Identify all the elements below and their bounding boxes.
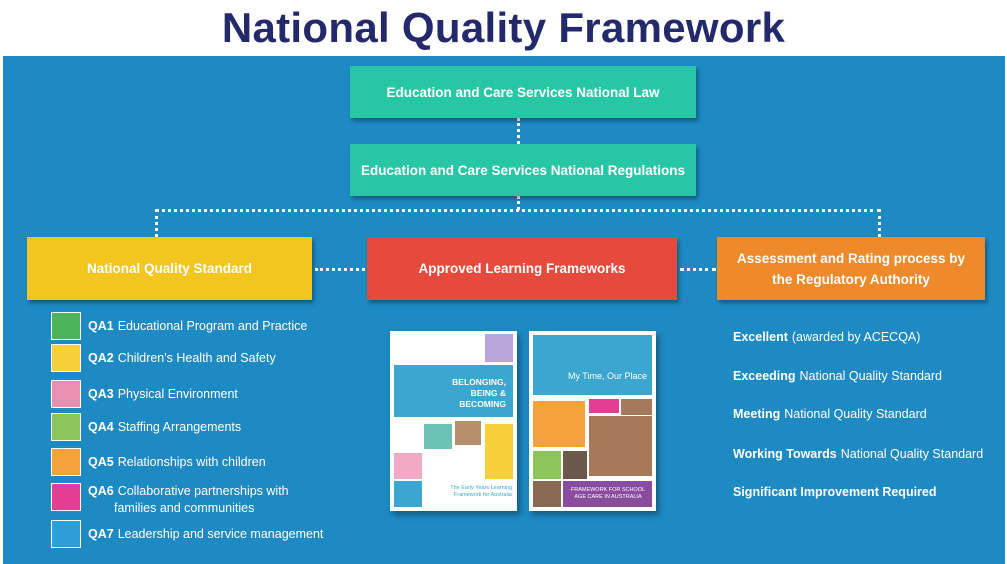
rating-name: Exceeding	[733, 369, 796, 383]
qa-code: QA4	[88, 420, 114, 434]
rating-desc: National Quality Standard	[840, 447, 984, 461]
cover-photo	[563, 451, 587, 479]
cover-photo	[621, 399, 652, 415]
connector-alf-arp	[680, 268, 716, 271]
cover-block	[485, 424, 513, 479]
connector-horizontal	[155, 209, 881, 212]
cover-block	[394, 453, 422, 479]
alf-label: Approved Learning Frameworks	[418, 261, 626, 276]
qa-label: Children's Health and Safety	[117, 350, 276, 365]
cover-block	[533, 451, 561, 479]
qa5-swatch	[51, 448, 81, 476]
connector-left-down	[155, 209, 158, 237]
qa3-swatch	[51, 380, 81, 408]
mtop-subtitle: FRAMEWORK FOR SCHOOL AGE CARE IN AUSTRAL…	[570, 487, 646, 500]
mtop-book-cover: My Time, Our Place FRAMEWORK FOR SCHOOL …	[529, 331, 656, 511]
mtop-title: My Time, Our Place	[567, 371, 647, 381]
eylf-subtitle: The Early Years Learning Framework for A…	[450, 485, 512, 498]
cover-block	[394, 481, 422, 507]
rating-item: Significant Improvement Required	[733, 485, 941, 499]
connector-regs-down	[517, 196, 520, 210]
page-title: National Quality Framework	[221, 4, 786, 51]
cover-block	[589, 399, 619, 413]
cover-block	[563, 481, 652, 507]
quality-area-item: QA1 Educational Program and Practice	[51, 312, 307, 340]
qa-code: QA2	[88, 351, 114, 365]
rating-name: Significant Improvement Required	[733, 485, 937, 499]
quality-area-item: QA7 Leadership and service management	[51, 520, 323, 548]
qa-label: Leadership and service management	[117, 526, 324, 541]
qa7-swatch	[51, 520, 81, 548]
connector-right-down	[878, 209, 881, 237]
cover-photo	[533, 481, 561, 507]
arp-label: Assessment and Rating process by the Reg…	[736, 250, 966, 287]
cover-photo	[589, 416, 652, 476]
quality-area-item: QA2 Children's Health and Safety	[51, 344, 276, 372]
assessment-rating-box: Assessment and Rating process by the Reg…	[717, 237, 985, 300]
national-law-label: Education and Care Services National Law	[386, 84, 660, 100]
rating-name: Excellent	[733, 330, 788, 344]
qa1-swatch	[51, 312, 81, 340]
qa-label: Collaborative partnerships with	[117, 484, 289, 498]
eylf-title: BELONGING, BEING & BECOMING	[452, 377, 506, 409]
rating-item: Excellent(awarded by ACECQA)	[733, 330, 920, 344]
national-regulations-box: Education and Care Services National Reg…	[350, 144, 696, 196]
eylf-book-cover: BELONGING, BEING & BECOMING The Early Ye…	[390, 331, 517, 511]
cover-block	[424, 424, 452, 449]
cover-block	[533, 401, 585, 447]
qa-code: QA3	[88, 387, 114, 401]
qa6-swatch	[51, 483, 81, 511]
qa-code: QA5	[88, 455, 114, 469]
framework-panel: Education and Care Services National Law…	[3, 56, 1005, 564]
qa4-swatch	[51, 413, 81, 441]
rating-desc: National Quality Standard	[799, 369, 942, 383]
qa-code: QA6	[88, 484, 114, 498]
qa2-swatch	[51, 344, 81, 372]
qa-label: Relationships with children	[117, 454, 266, 469]
qa-code: QA7	[88, 527, 114, 541]
rating-name: Working Towards	[733, 447, 837, 461]
quality-area-item: QA5 Relationships with children	[51, 448, 266, 476]
connector-law-regs	[517, 118, 520, 144]
nqs-label: National Quality Standard	[86, 261, 253, 276]
rating-desc: (awarded by ACECQA)	[791, 330, 921, 344]
approved-learning-frameworks-box: Approved Learning Frameworks	[367, 237, 677, 300]
national-law-box: Education and Care Services National Law	[350, 66, 696, 118]
rating-name: Meeting	[733, 407, 781, 421]
connector-nqs-alf	[315, 268, 365, 271]
qa-label: Physical Environment	[117, 386, 238, 401]
qa-label-line2: families and communities	[114, 501, 255, 515]
cover-photo	[455, 421, 481, 445]
cover-block	[485, 334, 513, 362]
cover-block	[394, 365, 513, 417]
qa-label: Educational Program and Practice	[117, 318, 308, 333]
qa-label: Staffing Arrangements	[117, 419, 242, 434]
quality-area-item: QA3 Physical Environment	[51, 380, 238, 408]
quality-area-item: QA4 Staffing Arrangements	[51, 413, 241, 441]
cover-block	[533, 335, 652, 395]
qa-code: QA1	[88, 319, 114, 333]
national-regulations-label: Education and Care Services National Reg…	[360, 162, 686, 178]
rating-desc: National Quality Standard	[784, 407, 927, 421]
national-quality-standard-box: National Quality Standard	[27, 237, 312, 300]
